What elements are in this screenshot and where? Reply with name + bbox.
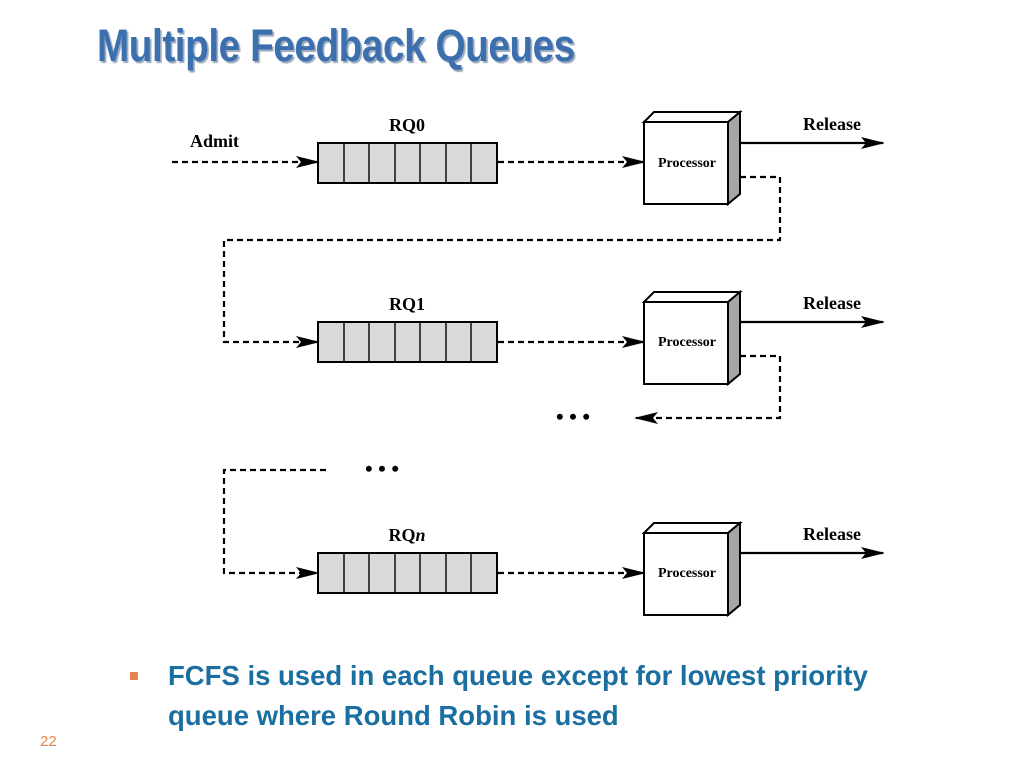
- feedback-queue-diagram: Admit RQ0 Processor Release RQ1: [172, 109, 885, 618]
- processor-0: Processor: [641, 109, 743, 207]
- processor-n: Processor: [641, 520, 743, 618]
- processor-label-1: Processor: [658, 335, 716, 350]
- queue-row-1: RQ1 Processor Release • • •: [317, 289, 885, 429]
- queue-label-rqn: RQn: [388, 525, 425, 545]
- ellipsis-upper: • • •: [556, 404, 590, 429]
- processor-label-n: Processor: [658, 566, 716, 581]
- processor-label-0: Processor: [658, 156, 716, 171]
- queue-row-n: • • • RQn Processor Release: [222, 456, 885, 618]
- feedback-path-0: [222, 175, 782, 348]
- square-bullet-icon: [130, 672, 138, 680]
- queue-label-rq1: RQ1: [389, 294, 425, 314]
- admit-label: Admit: [190, 131, 239, 151]
- queue-label-rq0: RQ0: [389, 115, 425, 135]
- ellipsis-lower: • • •: [365, 456, 399, 481]
- release-label-n: Release: [803, 524, 861, 544]
- slide-title: Multiple Feedback Queues: [97, 20, 575, 71]
- queue-buffer-rq1: [317, 321, 498, 363]
- bullet-text: FCFS is used in each queue except for lo…: [168, 660, 868, 731]
- queue-buffer-rq0: [317, 142, 498, 184]
- slide-number: 22: [40, 733, 57, 750]
- release-label-0: Release: [803, 114, 861, 134]
- queue-buffer-rqn: [317, 552, 498, 594]
- feedback-path-n: [222, 468, 326, 579]
- processor-1: Processor: [641, 289, 743, 387]
- queue-row-0: RQ0 Processor Release: [172, 109, 885, 348]
- release-label-1: Release: [803, 293, 861, 313]
- feedback-path-1: [634, 354, 782, 424]
